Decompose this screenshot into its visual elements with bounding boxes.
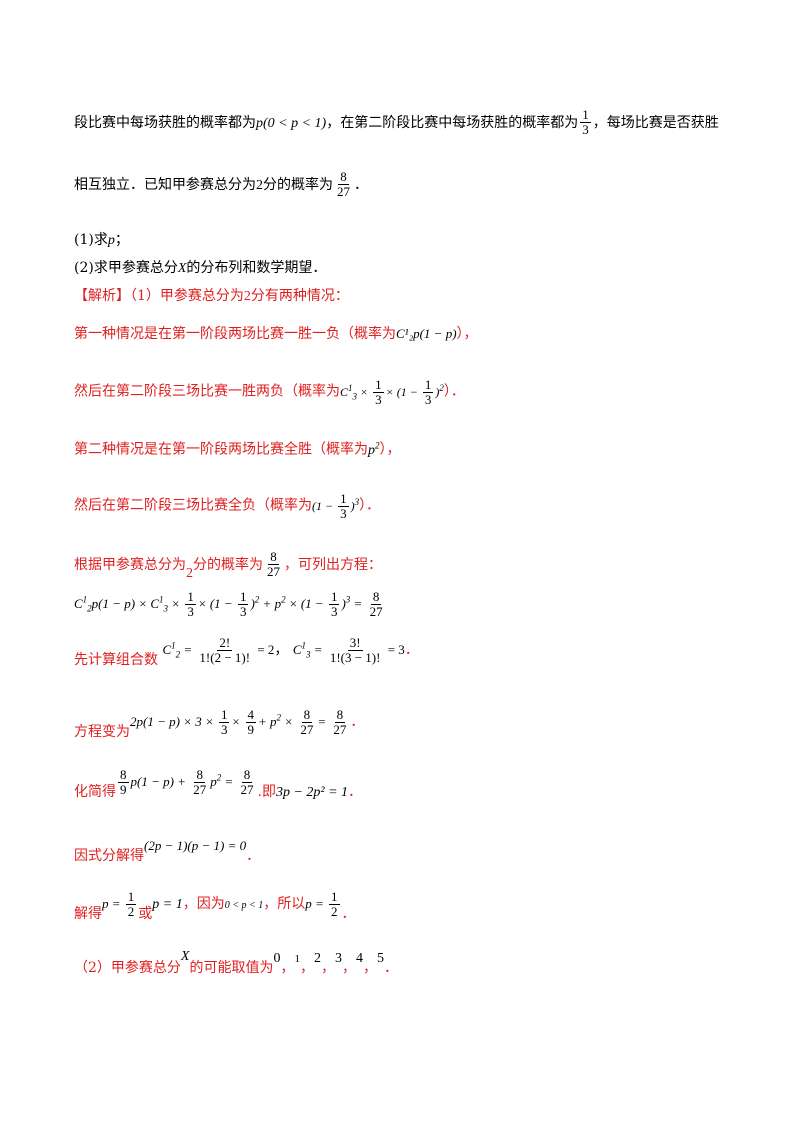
problem-line-1: 段比赛中每场获胜的概率都为p(0 < p < 1)，在第二阶段比赛中每场获胜的概… xyxy=(74,107,719,138)
factorization: 因式分解得(2p − 1)(p − 1) = 0． xyxy=(74,838,261,864)
text: 因式分解得 xyxy=(74,848,144,864)
text: ）． xyxy=(443,383,465,400)
text: 解得 xyxy=(74,905,102,922)
text: ，可列出方程： xyxy=(284,556,382,573)
value: 0 xyxy=(273,951,281,966)
math-expr: 3p − 2p² = 1 xyxy=(275,784,349,800)
text: ，每场比赛是否获胜 xyxy=(592,114,719,131)
solution-label: 【解析】 xyxy=(74,288,130,304)
text: 分的概率为 xyxy=(193,556,263,573)
text: 先计算组合数 xyxy=(74,651,158,668)
text: （2）甲参赛总分 xyxy=(74,960,181,976)
math-expr: p2 xyxy=(368,440,380,458)
text: 段比赛中每场获胜的概率都为 xyxy=(74,114,256,131)
math-condition: p(0 < p < 1) xyxy=(256,115,327,131)
number: 2 xyxy=(256,177,263,193)
text: 第二种情况是在第一阶段两场比赛全胜（概率为 xyxy=(74,441,368,458)
text: 根据甲参赛总分为 xyxy=(74,556,186,573)
text: ． xyxy=(354,176,368,193)
part-2: （2）甲参赛总分X的可能取值为0，1，2，3，4，5． xyxy=(74,949,398,976)
value: 4 xyxy=(355,951,363,966)
math-expr: C¹₂p(1 − p) xyxy=(396,326,457,341)
number: 2 xyxy=(243,289,251,304)
text: 相互独立．已知甲参赛总分为 xyxy=(74,176,256,193)
text: （1）甲参赛总分为 xyxy=(130,288,244,304)
value: 1 xyxy=(294,953,300,965)
number: 2 xyxy=(186,565,193,581)
text: (1)求 xyxy=(74,232,108,248)
text: ，因为 xyxy=(182,895,225,912)
text: 然后在第二阶段三场比赛一胜两负（概率为 xyxy=(74,383,340,400)
text: 第一种情况是在第一阶段两场比赛一胜一负（概率为 xyxy=(74,326,396,342)
math-var: X xyxy=(177,261,187,276)
combination-1: C12 = 2!1!(2 − 1)! = 2 xyxy=(162,635,275,666)
text: 的可能取值为 xyxy=(189,960,274,976)
question-1: (1)求p； xyxy=(74,232,129,250)
case-2-first-stage: 第二种情况是在第一阶段两场比赛全胜（概率为p2）， xyxy=(74,440,401,459)
case-1-first-stage: 第一种情况是在第一阶段两场比赛一胜一负（概率为C¹₂p(1 − p)）， xyxy=(74,326,478,343)
text: 分的概率为 xyxy=(263,176,333,193)
value: 2 xyxy=(313,951,321,966)
text: ）． xyxy=(359,497,381,514)
math-expr: p = 1 xyxy=(152,896,183,912)
question-2: (2)求甲参赛总分X的分布列和数学期望． xyxy=(74,260,326,278)
text: 方程变为 xyxy=(74,723,130,740)
text: (2)求甲参赛总分 xyxy=(74,260,178,276)
math-expr: (2p − 1)(p − 1) = 0 xyxy=(144,838,247,853)
text: 然后在第二阶段三场比赛全负（概率为 xyxy=(74,497,312,514)
text: ，在第二阶段比赛中每场获胜的概率都为 xyxy=(326,114,579,131)
math-var: X xyxy=(180,949,190,964)
text: 分有两种情况： xyxy=(250,288,349,304)
combination-line: 先计算组合数 C12 = 2!1!(2 − 1)! = 2， C13 = 3!1… xyxy=(74,635,419,668)
text: ）， xyxy=(379,441,401,458)
value: 3 xyxy=(334,951,342,966)
math-var: p xyxy=(107,233,115,248)
combination-2: C13 = 3!1!(3 − 1)! = 3 xyxy=(292,635,405,666)
text: 化简得 xyxy=(74,783,116,800)
text: ，所以 xyxy=(263,895,306,912)
text: ； xyxy=(114,232,129,248)
solution-heading: 【解析】（1）甲参赛总分为2分有两种情况： xyxy=(74,288,349,306)
math-expr: 0 < p < 1 xyxy=(224,899,264,911)
text: 的分布列和数学期望． xyxy=(186,260,327,276)
value: 5 xyxy=(376,951,384,966)
text: 或 xyxy=(138,905,153,922)
text: ）， xyxy=(456,326,478,342)
text: 即 xyxy=(261,783,276,800)
